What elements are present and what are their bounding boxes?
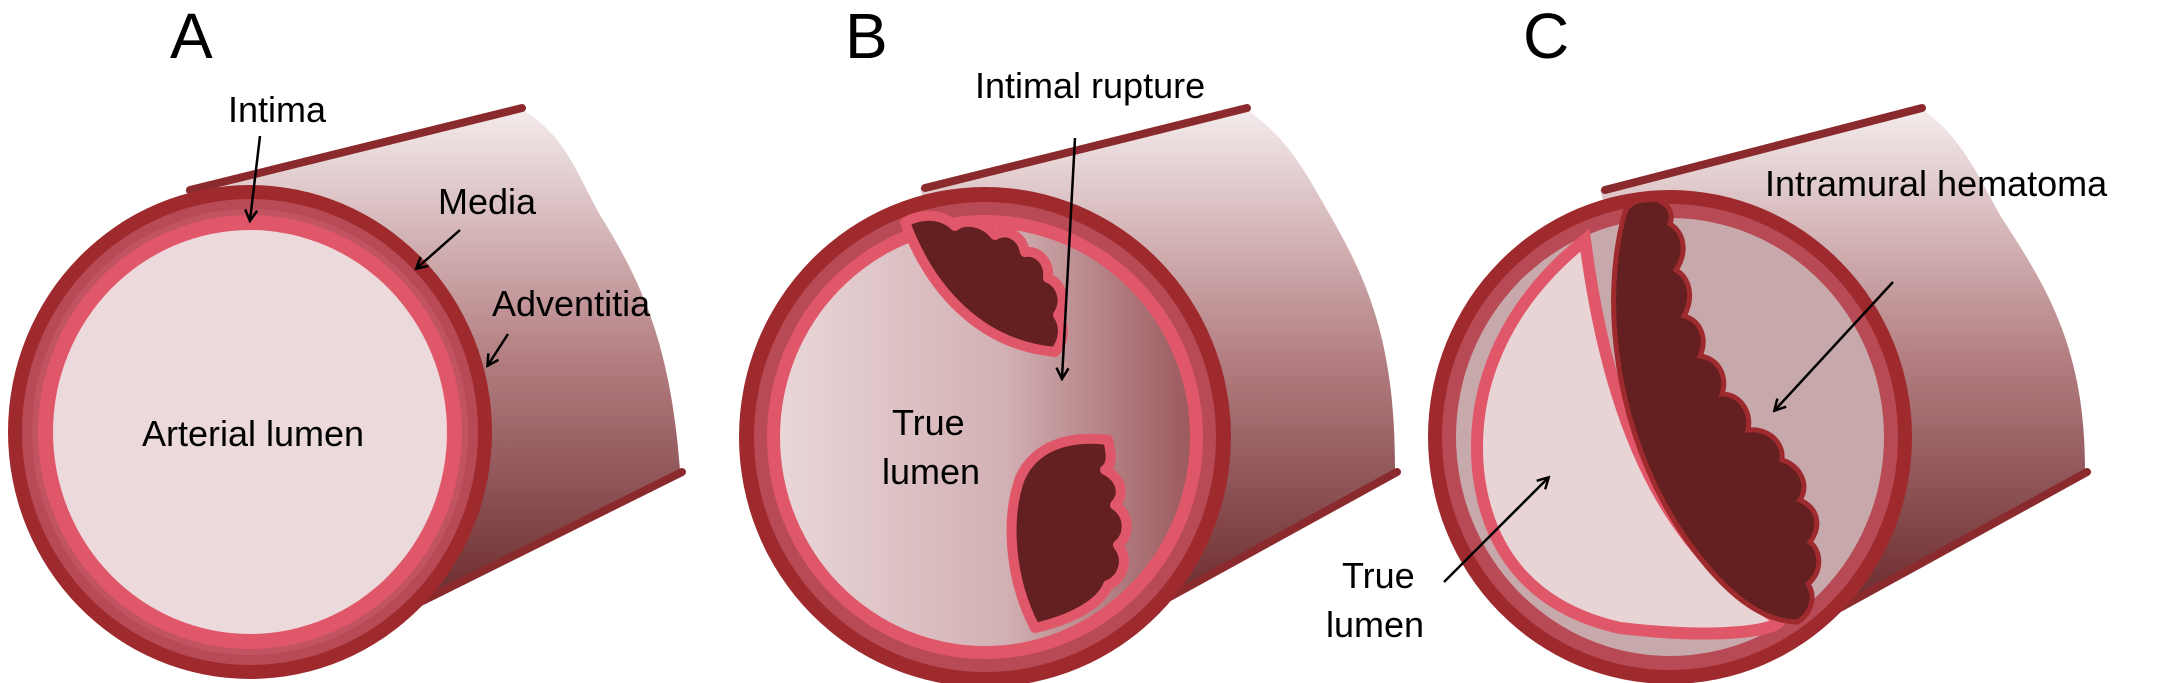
true-lumen-label-c-line1: True — [1342, 555, 1415, 596]
intimal-rupture-arrow — [1062, 137, 1077, 378]
intimal-rupture-label: Intimal rupture — [975, 65, 1205, 106]
adventitia-arrow — [488, 333, 510, 365]
panel-b: B Intimal rupture True lumen — [739, 0, 1401, 683]
adventitia-label: Adventitia — [492, 283, 651, 324]
vessel-top-edge-b — [921, 104, 1251, 192]
panel-letter-c: C — [1523, 0, 1569, 72]
intima-arrow — [250, 135, 262, 220]
media-arrow — [417, 229, 461, 268]
true-lumen-arrow-c — [1443, 478, 1548, 583]
intramural-hematoma-c — [1611, 196, 1822, 625]
panel-letter-b: B — [845, 0, 888, 72]
vessel-top-edge-c — [1601, 104, 1926, 194]
hematoma-arrow — [1775, 281, 1894, 410]
panel-letter-a: A — [170, 0, 213, 72]
media-label: Media — [438, 181, 537, 222]
vessel-top-edge-a — [186, 104, 526, 194]
intramural-hematoma-label: Intramural hematoma — [1765, 163, 2108, 204]
true-lumen-label-b-line2: lumen — [882, 451, 980, 492]
intima-label: Intima — [228, 89, 327, 130]
true-lumen-label-b-line1: True — [892, 402, 965, 443]
panel-c: C Intramural hematoma True lumen — [1326, 0, 2108, 683]
upper-flap-b — [900, 210, 1068, 357]
true-lumen-label-c-line2: lumen — [1326, 604, 1424, 645]
arterial-lumen-label: Arterial lumen — [142, 413, 364, 454]
arterial-lumen-a — [53, 230, 447, 634]
lower-flap-b — [1006, 433, 1132, 633]
panel-a: A Intima Media Adventitia Arterial lumen — [8, 0, 686, 679]
